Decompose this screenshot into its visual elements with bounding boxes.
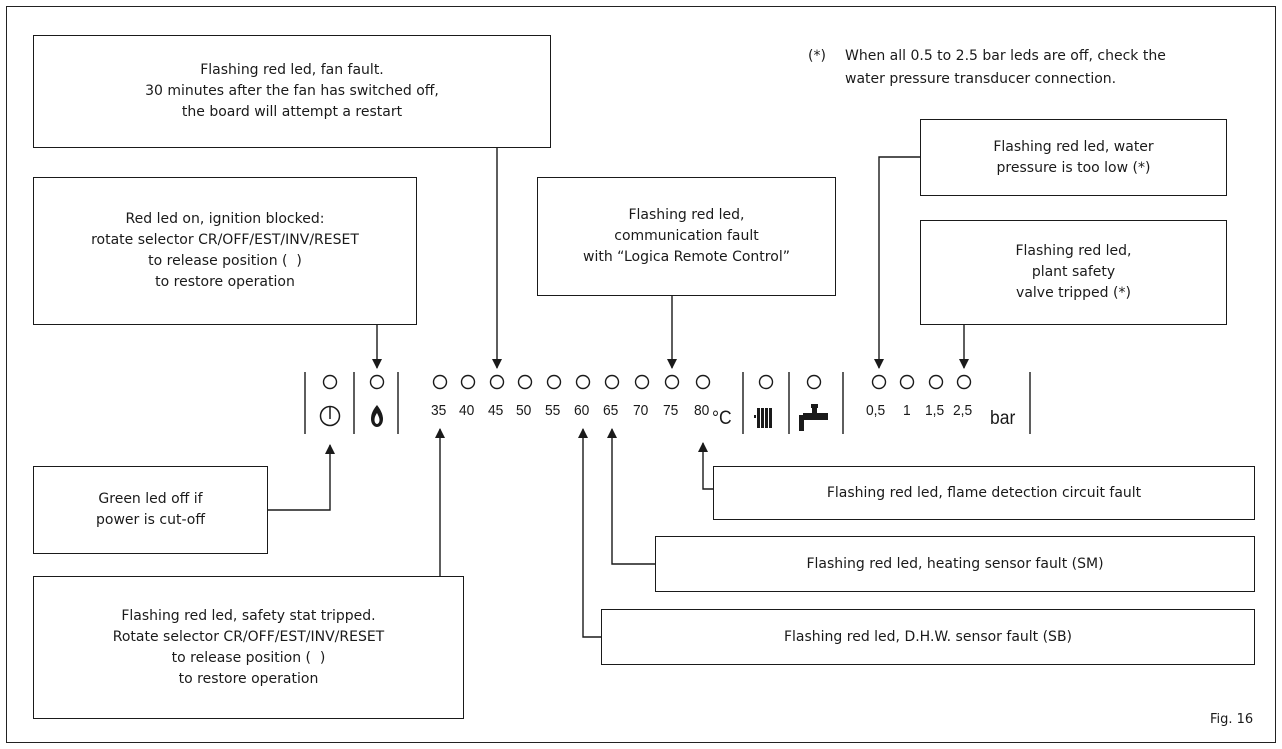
callout-line: Flashing red led, [628, 207, 745, 223]
note-marker: (*) [808, 48, 826, 64]
temperature-label: 75 [663, 402, 679, 419]
callout-line: Flashing red led, fan fault. [200, 62, 384, 78]
communication-fault-callout: Flashing red led, communication fault wi… [537, 177, 836, 296]
flame-detection-callout: Flashing red led, flame detection circui… [713, 466, 1255, 520]
note-line: When all 0.5 to 2.5 bar leds are off, ch… [845, 48, 1166, 64]
led-2-5-bar [956, 374, 972, 390]
ignition-blocked-callout: Red led on, ignition blocked: rotate sel… [33, 177, 417, 325]
callout-line: communication fault [614, 228, 759, 244]
note-line: water pressure transducer connection. [845, 71, 1117, 87]
callout-line: 30 minutes after the fan has switched of… [145, 83, 439, 99]
pressure-label: 1 [903, 402, 911, 419]
temperature-label: 60 [574, 402, 590, 419]
led-50 [517, 374, 533, 390]
callout-line: power is cut-off [96, 512, 205, 528]
pressure-label: 2,5 [953, 402, 973, 419]
callout-line: Green led off if [98, 491, 203, 507]
led-0-5-bar [871, 374, 887, 390]
callout-line: to release position ( ) [171, 649, 326, 666]
callout-line: Red led on, ignition blocked: [125, 211, 325, 227]
led-80 [695, 374, 711, 390]
led-70 [634, 374, 650, 390]
radiator-icon [754, 408, 772, 428]
led-75 [664, 374, 680, 390]
heating-sensor-callout: Flashing red led, heating sensor fault (… [655, 536, 1255, 592]
temperature-label: 40 [459, 402, 475, 419]
fan-fault-callout: Flashing red led, fan fault. 30 minutes … [33, 35, 551, 148]
flame-icon [371, 405, 383, 427]
arrow-dhw [578, 428, 601, 638]
temperature-label: 65 [603, 402, 619, 419]
led-65 [604, 374, 620, 390]
temperature-label: 70 [633, 402, 649, 419]
callout-line: Flashing red led, water [993, 138, 1154, 155]
temperature-label: 35 [431, 402, 447, 419]
led-power [322, 374, 338, 390]
pressure-label: 0,5 [866, 402, 886, 419]
led-45 [489, 374, 505, 390]
callout-line: plant safety [1031, 264, 1116, 280]
power-cut-callout: Green led off if power is cut-off [33, 466, 268, 554]
led-dhw [806, 374, 822, 390]
temperature-label: 55 [545, 402, 561, 419]
callout-line: the board will attempt a restart [181, 104, 403, 120]
led-40 [460, 374, 476, 390]
figure-frame [6, 6, 1276, 743]
callout-line: with “Logica Remote Control” [583, 249, 790, 265]
callout-line: Rotate selector CR/OFF/EST/INV/RESET [112, 628, 385, 645]
arrow-pressure-low [874, 156, 920, 369]
temperature-label: 50 [516, 402, 532, 419]
callout-line: to release position ( ) [148, 253, 302, 269]
callout-line: valve tripped (*) [1016, 285, 1131, 301]
pressure-label: 1,5 [925, 402, 945, 419]
led-1-5-bar [928, 374, 944, 390]
temperature-label: 80 [694, 402, 710, 419]
callout-line: Flashing red led, flame detection circui… [826, 484, 1142, 501]
led-55 [546, 374, 562, 390]
callout-line: pressure is too low (*) [996, 159, 1151, 176]
callout-line: rotate selector CR/OFF/EST/INV/RESET [91, 232, 359, 248]
callout-line: Flashing red led, heating sensor fault (… [806, 555, 1104, 572]
callout-line: Flashing red led, [1015, 243, 1132, 259]
arrow-power [268, 444, 335, 511]
dhw-sensor-callout: Flashing red led, D.H.W. sensor fault (S… [601, 609, 1255, 665]
tap-icon [799, 404, 828, 431]
power-icon [319, 405, 341, 427]
led-heating [758, 374, 774, 390]
led-ignition [369, 374, 385, 390]
callout-line: Flashing red led, safety stat tripped. [121, 607, 376, 624]
figure-label: Fig. 16 [1210, 712, 1254, 727]
arrow-heating [607, 428, 655, 565]
temperature-label: 45 [488, 402, 504, 419]
pressure-unit: bar [990, 408, 1016, 429]
led-60 [575, 374, 591, 390]
led-1-bar [899, 374, 915, 390]
led-35 [432, 374, 448, 390]
callout-line: to restore operation [155, 274, 295, 290]
temperature-unit: °C [712, 408, 732, 429]
arrow-flame [698, 442, 713, 490]
safety-stat-callout: Flashing red led, safety stat tripped. R… [33, 576, 464, 719]
pressure-low-callout: Flashing red led, water pressure is too … [920, 119, 1227, 196]
callout-line: to restore operation [178, 670, 319, 687]
safety-valve-callout: Flashing red led, plant safety valve tri… [920, 220, 1227, 325]
callout-line: Flashing red led, D.H.W. sensor fault (S… [783, 628, 1073, 645]
